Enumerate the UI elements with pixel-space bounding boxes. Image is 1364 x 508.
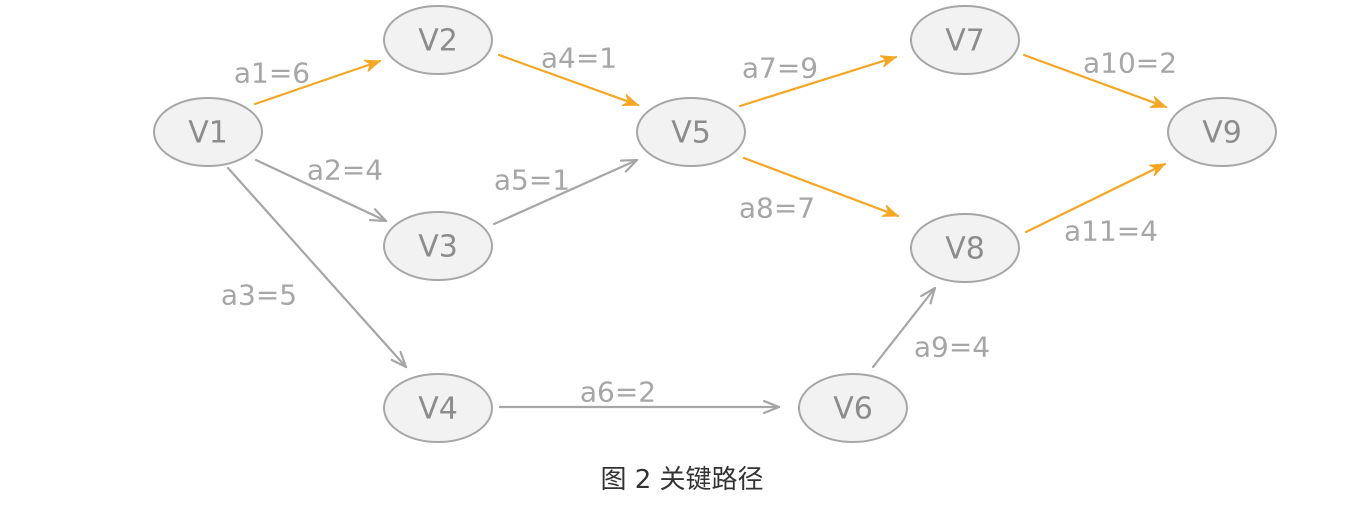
node-v3: V3 (383, 211, 493, 281)
node-label: V1 (188, 116, 228, 151)
edge-a4-critical (497, 53, 640, 107)
node-ellipse (798, 373, 908, 443)
node-ellipse (383, 5, 493, 75)
edge-line (253, 59, 382, 106)
edge-line (254, 158, 388, 223)
edge-a11-critical (1024, 162, 1167, 234)
edge-label-a10: a10=2 (1083, 47, 1177, 80)
edge-a10-critical (1022, 53, 1168, 109)
edge-line (497, 53, 640, 107)
edge-a5 (492, 158, 639, 226)
node-v5: V5 (636, 97, 746, 167)
arrowhead-icon (1149, 95, 1168, 108)
edge-line (871, 286, 937, 369)
node-v8: V8 (910, 213, 1020, 283)
arrowhead-icon (619, 158, 639, 173)
edge-label-a8: a8=7 (739, 192, 815, 225)
edge-line (1024, 162, 1167, 234)
node-ellipse (383, 211, 493, 281)
edge-label-a2: a2=4 (307, 154, 383, 187)
node-label: V2 (418, 24, 458, 59)
node-label: V8 (945, 232, 985, 267)
edge-label-a4: a4=1 (541, 42, 617, 75)
edge-a2 (254, 158, 388, 223)
arrowhead-icon (920, 286, 937, 305)
edge-line (1022, 53, 1168, 109)
edge-labels-layer: a1=6 a2=4 a3=5 a4=1 a5=1 a6=2 a7=9 a8=7 a9=4 a10=… (221, 42, 1177, 409)
edge-label-a9: a9=4 (914, 331, 990, 364)
arrowhead-icon (390, 350, 408, 369)
node-v9: V9 (1167, 97, 1277, 167)
node-v4: V4 (383, 373, 493, 443)
edge-a3 (226, 166, 408, 369)
arrowhead-icon (368, 208, 388, 223)
node-label: V3 (418, 230, 458, 265)
node-ellipse (153, 97, 263, 167)
arrowhead-icon (363, 59, 382, 72)
node-v2: V2 (383, 5, 493, 75)
edge-label-a3: a3=5 (221, 279, 297, 312)
arrowhead-icon (621, 94, 640, 107)
node-label: V6 (833, 392, 873, 427)
edge-a6 (498, 399, 781, 415)
edge-label-a11: a11=4 (1064, 215, 1158, 248)
edge-a9 (871, 286, 937, 369)
arrowhead-icon (881, 204, 900, 217)
edge-a7-critical (738, 55, 898, 108)
edge-line (226, 166, 408, 369)
node-label: V7 (945, 24, 985, 59)
edge-a1-critical (253, 59, 382, 106)
edge-line (742, 156, 900, 218)
node-ellipse (910, 5, 1020, 75)
figure-caption: 图 2 关键路径 (600, 465, 764, 495)
edge-label-a7: a7=9 (742, 52, 818, 85)
node-ellipse (1167, 97, 1277, 167)
edge-line (492, 158, 639, 226)
arrowhead-icon (879, 55, 898, 68)
edge-label-a6: a6=2 (580, 376, 656, 409)
node-ellipse (910, 213, 1020, 283)
node-v7: V7 (910, 5, 1020, 75)
node-v6: V6 (798, 373, 908, 443)
edge-label-a1: a1=6 (234, 57, 310, 90)
node-label: V4 (418, 392, 458, 427)
node-ellipse (636, 97, 746, 167)
edge-a8-critical (742, 156, 900, 218)
edges-layer (226, 53, 1168, 415)
edge-label-a5: a5=1 (494, 164, 570, 197)
node-label: V5 (671, 116, 711, 151)
edge-line (738, 55, 898, 108)
arrowhead-icon (1148, 163, 1167, 177)
node-ellipse (383, 373, 493, 443)
node-label: V9 (1202, 116, 1242, 151)
node-v1: V1 (153, 97, 263, 167)
arrowhead-icon (763, 399, 781, 415)
